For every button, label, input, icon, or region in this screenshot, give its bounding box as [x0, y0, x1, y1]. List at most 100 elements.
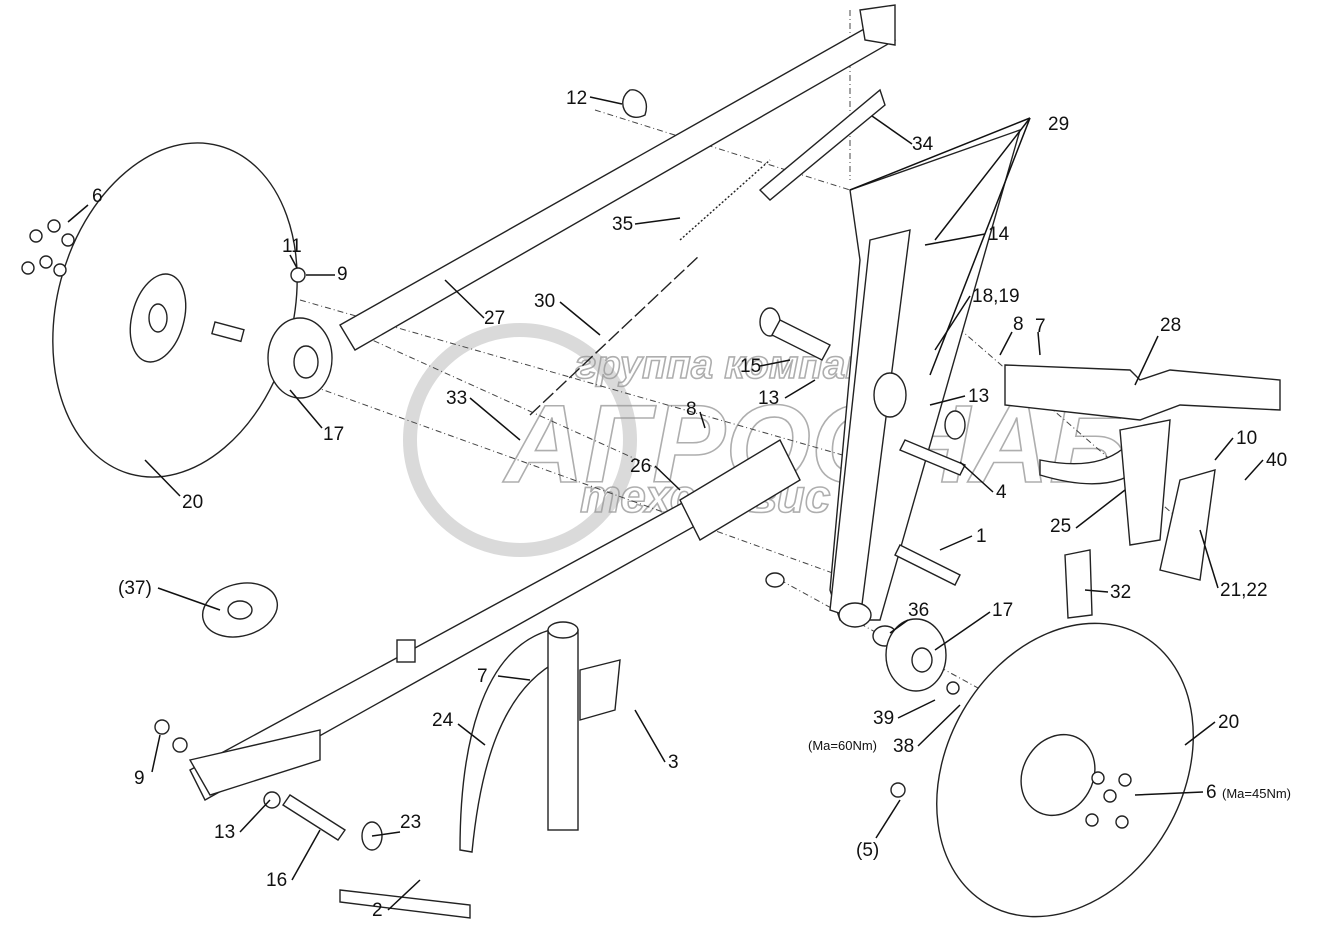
leader-line: [1134, 791, 1204, 796]
leader-line: [934, 295, 971, 351]
leader-line: [239, 799, 271, 833]
leader-line: [1084, 589, 1109, 593]
leader-line: [144, 459, 181, 497]
callout-label: 1: [976, 526, 987, 547]
callout-label: 9: [337, 264, 348, 285]
leader-line: [875, 799, 901, 839]
callout-label: (5): [856, 840, 879, 861]
spring-35: [679, 159, 771, 241]
bracket-26: [679, 439, 801, 541]
callout-label: 35: [612, 214, 633, 235]
callout-label: 30: [534, 291, 555, 312]
leader-line: [939, 535, 973, 551]
frame-parts: [188, 4, 1281, 919]
callout-label: 21,22: [1220, 580, 1268, 601]
callout-label: 34: [912, 134, 934, 155]
leader-line: [589, 96, 623, 105]
callout-label: 15: [740, 356, 761, 377]
leader-line: [1199, 529, 1219, 589]
callout-label: 13: [968, 386, 989, 407]
callout-label: 32: [1110, 582, 1131, 603]
leader-line: [1075, 489, 1126, 529]
leader-line: [634, 709, 666, 763]
leader-line: [387, 879, 421, 911]
callout-label: 6: [1206, 782, 1217, 803]
leader-line: [157, 587, 221, 611]
leader-line: [917, 704, 961, 747]
callout-label: (37): [118, 578, 152, 599]
leader-line: [1184, 721, 1216, 746]
bracket-28: [1004, 364, 1281, 421]
tine-24: [459, 629, 561, 853]
bolt-2: [339, 889, 471, 919]
bolt-1: [894, 544, 961, 586]
leader-line: [654, 465, 681, 491]
leader-line: [371, 831, 401, 837]
callout-label: 24: [432, 710, 454, 731]
leader-line: [784, 379, 816, 399]
assembly-lines: [239, 10, 1181, 701]
plate-34: [758, 88, 886, 201]
plate-21-22: [1159, 469, 1216, 581]
leader-line: [469, 397, 521, 441]
right-disc-assembly: [154, 618, 1194, 918]
callout-label: 27: [484, 308, 505, 329]
leader-line: [1134, 335, 1159, 386]
shank: [547, 629, 579, 831]
callout-label: 12: [566, 88, 587, 109]
leader-line: [289, 389, 323, 429]
callout-label: 40: [1266, 450, 1287, 471]
leader-line: [444, 279, 485, 319]
bolt: [211, 321, 245, 343]
leader-line: [457, 723, 486, 746]
leader-line: [1214, 437, 1234, 461]
pad: [396, 639, 416, 663]
pin-16: [282, 794, 346, 841]
bar-27: [339, 19, 897, 351]
callout-label: 20: [1218, 712, 1239, 733]
leader-line: [1037, 331, 1041, 356]
leader-line: [934, 117, 1031, 241]
callout-label: 3: [668, 752, 679, 773]
leader-line: [929, 395, 966, 406]
leader-line: [759, 359, 791, 367]
callout-label: 13: [758, 388, 779, 409]
leader-line: [67, 204, 89, 223]
leader-line: [849, 117, 1031, 191]
callout-label: 7: [477, 666, 488, 687]
leader-line: [289, 254, 298, 269]
callout-label: 14: [988, 224, 1010, 245]
callout-label: 13: [214, 822, 235, 843]
callout-label: 29: [1048, 114, 1069, 135]
callout-label: 26: [630, 456, 651, 477]
leader-line: [934, 611, 991, 651]
leader-line: [889, 619, 909, 634]
callout-label: 25: [1050, 516, 1071, 537]
leader-line: [497, 675, 531, 681]
leader-line: [897, 699, 936, 719]
chain-30: [529, 254, 701, 416]
leader-line: [924, 233, 986, 246]
watermark-gear-emblem: [403, 323, 637, 557]
callout-label: 39: [873, 708, 894, 729]
callout-label: (Ma=45Nm): [1222, 786, 1291, 801]
leader-line: [959, 461, 994, 493]
callout-label: 20: [182, 492, 203, 513]
leader-line: [699, 411, 706, 429]
callout-label: 8: [686, 399, 697, 420]
callout-label: 18,19: [972, 286, 1020, 307]
pin-15: [771, 319, 831, 361]
callout-label: (Ma=60Nm): [808, 738, 877, 753]
callout-label: 7: [1035, 316, 1046, 337]
callout-label: 17: [992, 600, 1013, 621]
leader-line: [634, 217, 681, 225]
leader-line: [871, 115, 913, 145]
callout-label: 10: [1236, 428, 1257, 449]
leader-line: [151, 734, 161, 773]
callout-label: 9: [134, 768, 145, 789]
callout-label: 17: [323, 424, 344, 445]
callout-label: 36: [908, 600, 929, 621]
